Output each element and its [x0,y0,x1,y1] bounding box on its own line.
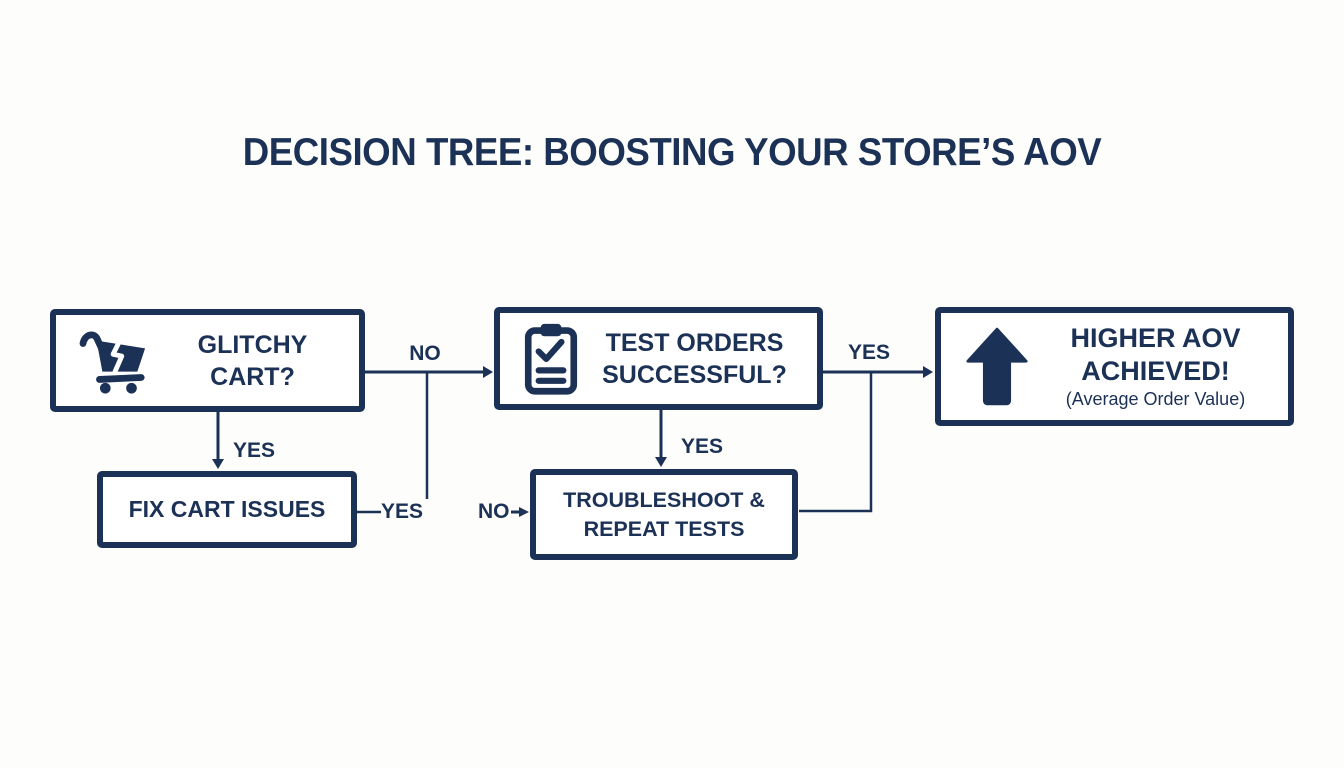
edge-label-yes-glitchy-fix: YES [233,439,276,462]
page-title: DECISION TREE: BOOSTING YOUR STORE’S AOV [242,131,1102,174]
arrowhead-no-into-troubleshoot [519,507,529,517]
node-label: FIX CART ISSUES [128,496,326,522]
arrowhead-into-fix-cart [212,459,224,469]
node-test-orders: TEST ORDERS SUCCESSFUL? [494,307,823,410]
edge-label-yes-test-troubleshoot: YES [681,435,724,458]
node-glitchy-cart: GLITCHY CART? [50,309,365,412]
arrowhead-into-troubleshoot [655,457,667,467]
edge-label-no-troubleshoot: NO [478,500,510,523]
node-fix-cart: FIX CART ISSUES [97,471,357,548]
node-label: HIGHER AOV ACHIEVED! (Average Order Valu… [1029,322,1282,412]
arrowhead-into-higher-aov [923,366,933,378]
arrow-up-icon [965,326,1029,408]
edge-label-no-top: NO [409,342,441,365]
node-label: TROUBLESHOOT & REPEAT TESTS [563,488,765,541]
clipboard-check-icon [522,322,580,396]
broken-cart-icon [76,328,154,394]
node-label: GLITCHY CART? [197,330,308,391]
node-subtitle: (Average Order Value) [1065,389,1246,410]
arrowhead-into-test-orders [483,366,493,378]
node-higher-aov: HIGHER AOV ACHIEVED! (Average Order Valu… [935,307,1294,426]
edge-label-yes-test-higher: YES [847,341,891,364]
node-troubleshoot: TROUBLESHOOT & REPEAT TESTS [530,469,798,560]
edge-label-yes-fix-test: YES [381,500,424,523]
node-label: TEST ORDERS SUCCESSFUL? [602,328,787,389]
